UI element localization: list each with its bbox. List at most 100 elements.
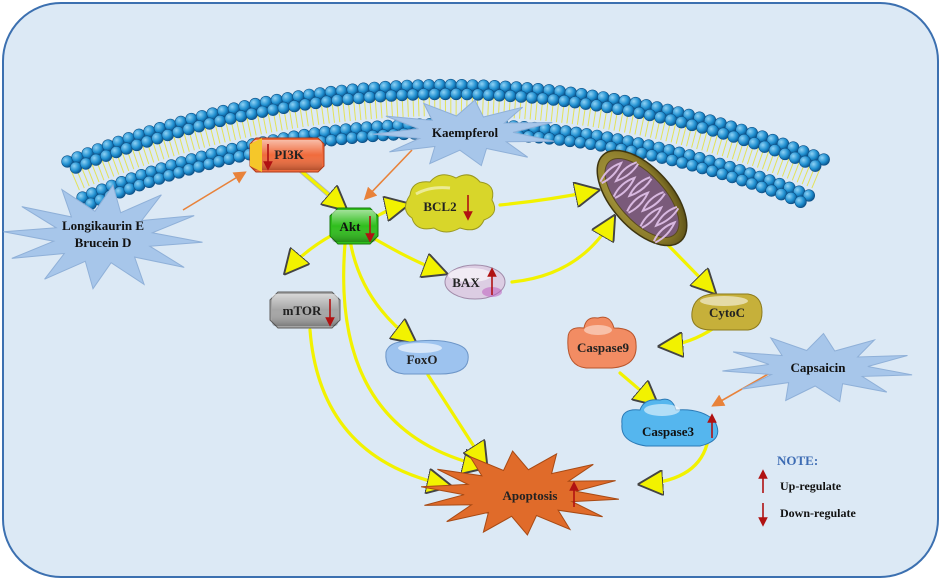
lipid-head [183, 123, 195, 135]
lipid-head [267, 104, 279, 116]
label-capsaicin: Capsaicin [791, 360, 847, 375]
node-akt: Akt [330, 208, 378, 244]
lipid-head [728, 131, 740, 143]
node-bcl2: BCL2 [405, 175, 494, 232]
lipid-head [591, 100, 603, 112]
node-foxo: FoxO [386, 340, 468, 374]
lipid-head [666, 154, 678, 166]
lipid-head [386, 90, 398, 102]
lipid-head [483, 89, 495, 101]
label-longikaurin-e: Longikaurin E [62, 218, 144, 233]
lipid-head [461, 88, 473, 100]
lipid-head [718, 128, 730, 140]
lipid-head [810, 160, 822, 172]
lipid-head [152, 133, 164, 145]
lipid-head [375, 91, 387, 103]
note-title: NOTE: [777, 453, 818, 468]
lipid-head [299, 99, 311, 111]
lipid-head [665, 114, 677, 126]
lipid-head [100, 150, 112, 162]
lipid-head [332, 95, 344, 107]
label-cytoc: CytoC [709, 305, 745, 320]
lipid-head [346, 132, 358, 144]
lipid-head [601, 101, 613, 113]
lipid-head [707, 125, 719, 137]
lipid-head [494, 90, 506, 102]
lipid-head [364, 91, 376, 103]
lipid-head [111, 146, 123, 158]
lipid-head [769, 145, 781, 157]
lipid-head [429, 88, 441, 100]
lipid-head [321, 96, 333, 108]
label-apoptosis: Apoptosis [503, 488, 558, 503]
lipid-head [450, 88, 462, 100]
lipid-head [203, 158, 215, 170]
lipid-head [676, 117, 688, 129]
lipid-head [214, 115, 226, 127]
lipid-head [738, 134, 750, 146]
lipid-head [289, 100, 301, 112]
lipid-head [234, 151, 246, 163]
lipid-head [246, 108, 258, 120]
node-bax: BAX [445, 265, 505, 299]
lipid-head [554, 134, 566, 146]
lipid-head [544, 133, 556, 145]
lipid-head [204, 118, 216, 130]
label-brucein-d: Brucein D [75, 235, 132, 250]
lipid-head [407, 89, 419, 101]
lipid-head [548, 94, 560, 106]
lipid-head [537, 93, 549, 105]
lipid-head [131, 139, 143, 151]
node-mtor: mTOR [270, 292, 340, 328]
lipid-head [223, 153, 235, 165]
label-bax: BAX [452, 275, 480, 290]
lipid-head [326, 135, 338, 147]
lipid-head [342, 93, 354, 105]
note-up: Up-regulate [780, 479, 842, 493]
lipid-head [225, 113, 237, 125]
lipid-head [357, 131, 369, 143]
lipid-head [623, 105, 635, 117]
lipid-head [172, 126, 184, 138]
lipid-head [575, 137, 587, 149]
label-bcl2: BCL2 [423, 199, 456, 214]
lipid-head [633, 107, 645, 119]
label-kaempferol: Kaempferol [432, 125, 499, 140]
lipid-head [759, 141, 771, 153]
lipid-head [656, 152, 668, 164]
note-down: Down-regulate [780, 506, 856, 520]
lipid-head [655, 112, 667, 124]
lipid-head [505, 90, 517, 102]
lipid-head [193, 121, 205, 133]
lipid-head [612, 103, 624, 115]
label-akt: Akt [340, 219, 362, 234]
lipid-head [697, 122, 709, 134]
lipid-head [595, 140, 607, 152]
node-cytoc: CytoC [692, 294, 762, 330]
lipid-head [440, 88, 452, 100]
lipid-head [564, 135, 576, 147]
lipid-head [686, 119, 698, 131]
lipid-head [418, 89, 430, 101]
lipid-head [559, 95, 571, 107]
label-caspase9: Caspase9 [577, 340, 630, 355]
lipid-head [193, 161, 205, 173]
lipid-head [585, 138, 597, 150]
lipid-head [526, 92, 538, 104]
lipid-head [396, 89, 408, 101]
lipid-head [569, 97, 581, 109]
lipid-head [646, 150, 658, 162]
lipid-head [257, 106, 269, 118]
lipid-head [310, 97, 322, 109]
lipid-head [235, 110, 247, 122]
label-caspase3: Caspase3 [642, 424, 695, 439]
lipid-head [121, 143, 133, 155]
lipid-head [213, 156, 225, 168]
lipid-head [644, 109, 656, 121]
lipid-head [367, 130, 379, 142]
lipid-head [515, 91, 527, 103]
node-pi3k: PI3K [250, 138, 324, 172]
lipid-head [795, 196, 807, 208]
